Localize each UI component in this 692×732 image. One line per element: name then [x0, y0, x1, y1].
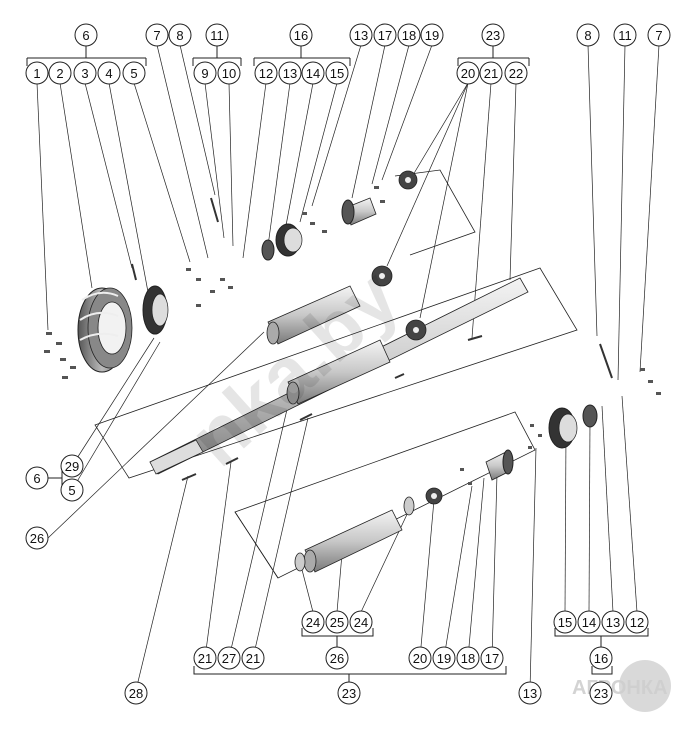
callout-label: 18 [461, 651, 475, 666]
callout-label: 7 [655, 28, 662, 43]
callout-label: 5 [130, 66, 137, 81]
callout-label: 25 [330, 615, 344, 630]
callout-label: 18 [402, 28, 416, 43]
watermark-logo: АГРОНКА [572, 660, 671, 712]
top-brackets [26, 45, 530, 66]
callout-label: 6 [33, 471, 40, 486]
callout-label: 3 [81, 66, 88, 81]
callout-label: 24 [306, 615, 320, 630]
leader-lines [36, 44, 660, 691]
callout-label: 24 [354, 615, 368, 630]
callout-label: 13 [523, 686, 537, 701]
callout-label: 11 [618, 28, 632, 43]
callout-label: 15 [330, 66, 344, 81]
callout-label: 12 [630, 615, 644, 630]
callout-label: 7 [153, 28, 160, 43]
callout-label: 21 [198, 651, 212, 666]
callout-label: 17 [485, 651, 499, 666]
main-shaft [149, 277, 529, 475]
bottom-brackets [48, 466, 649, 686]
sprocket-hubs [379, 177, 437, 499]
callout-label: 16 [294, 28, 308, 43]
callout-label: 10 [222, 66, 236, 81]
callout-label: 26 [30, 531, 44, 546]
callout-label: 2 [56, 66, 63, 81]
callout-label: 19 [425, 28, 439, 43]
callout-label: 8 [584, 28, 591, 43]
callout-label: 13 [606, 615, 620, 630]
callout-label: 15 [558, 615, 572, 630]
callout-label: 9 [201, 66, 208, 81]
callout-label: 14 [582, 615, 596, 630]
pulley [77, 287, 133, 373]
callout-label: 21 [484, 66, 498, 81]
roller-tube-upper [266, 285, 361, 345]
assembly-frames [94, 169, 578, 579]
callout-label: 26 [330, 651, 344, 666]
keys-pins [131, 197, 613, 481]
callout-circles [25, 23, 671, 705]
callout-label: 12 [259, 66, 273, 81]
callout-label: 4 [105, 66, 112, 81]
bearing-housing-right [485, 404, 598, 481]
callout-label: 11 [210, 28, 224, 43]
callout-label: 27 [222, 651, 236, 666]
callout-label: 13 [354, 28, 368, 43]
callout-labels: 6 7 8 11 16 13 17 18 19 23 8 11 7 1 2 3 … [30, 28, 663, 701]
callout-label: 29 [65, 459, 79, 474]
callout-label: 23 [594, 686, 608, 701]
callout-label: 21 [246, 651, 260, 666]
callout-label: 5 [68, 483, 75, 498]
callout-label: 22 [509, 66, 523, 81]
callout-label: 6 [82, 28, 89, 43]
callout-label: 16 [594, 651, 608, 666]
roller-tube-lower [294, 496, 415, 573]
callout-label: 28 [129, 686, 143, 701]
callout-label: 17 [378, 28, 392, 43]
flange-left [142, 285, 169, 335]
watermark-logo-text: АГРОНКА [572, 677, 668, 699]
callout-label: 14 [306, 66, 320, 81]
callout-label: 1 [33, 66, 40, 81]
callout-label: 23 [486, 28, 500, 43]
callout-label: 19 [437, 651, 451, 666]
callout-label: 8 [176, 28, 183, 43]
callout-label: 20 [413, 651, 427, 666]
callout-label: 20 [461, 66, 475, 81]
callout-label: 23 [342, 686, 356, 701]
callout-label: 13 [283, 66, 297, 81]
fasteners [44, 186, 661, 485]
bearing-housings-top [261, 197, 377, 261]
